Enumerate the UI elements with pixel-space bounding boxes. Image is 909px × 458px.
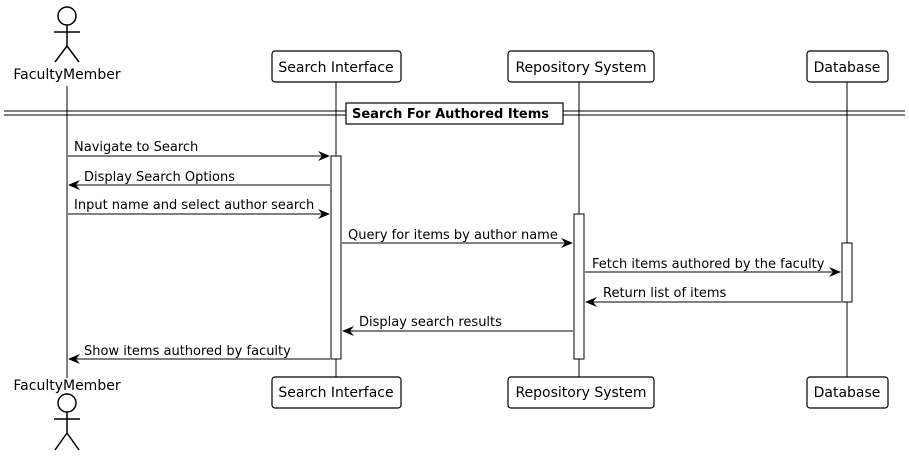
arrowhead (318, 151, 330, 161)
message-2: Display Search Options (68, 170, 330, 190)
message-7: Display search results (342, 315, 573, 336)
participant-repo-bottom: Repository System (507, 376, 655, 409)
message-4: Query for items by author name (342, 228, 573, 248)
actor-icon (54, 6, 80, 63)
participant-label: FacultyMember (13, 67, 120, 83)
group-divider: Search For Authored Items (4, 102, 905, 125)
message-label: Display Search Options (84, 170, 235, 185)
participant-label: Search Interface (278, 60, 393, 76)
activation-db (841, 242, 853, 303)
participant-search-top: Search Interface (271, 50, 402, 83)
participant-label: Repository System (515, 385, 646, 401)
arrowhead (318, 209, 330, 219)
participant-search-bottom: Search Interface (271, 376, 402, 409)
activation-search (330, 155, 342, 360)
message-label: Return list of items (603, 286, 727, 301)
message-label: Fetch items authored by the faculty (592, 257, 825, 272)
participant-faculty-bottom: FacultyMember (13, 378, 121, 451)
participant-label: Database (814, 385, 881, 401)
arrowhead (342, 326, 354, 336)
participant-label: FacultyMember (13, 378, 120, 394)
message-8: Show items authored by faculty (68, 344, 330, 364)
message-5: Fetch items authored by the faculty (585, 257, 841, 277)
participant-label: Search Interface (278, 385, 393, 401)
arrowhead (829, 267, 841, 277)
activation-repo (573, 213, 585, 360)
participant-repo-top: Repository System (507, 50, 655, 83)
participant-label: Repository System (515, 60, 646, 76)
arrowhead (585, 297, 597, 307)
message-label: Input name and select author search (74, 198, 314, 213)
actor-icon (54, 393, 80, 451)
message-label: Display search results (359, 315, 502, 330)
message-label: Query for items by author name (348, 228, 558, 243)
group-label: Search For Authored Items (352, 107, 549, 122)
arrowhead (561, 238, 573, 248)
participant-faculty-top: FacultyMember (13, 6, 121, 83)
message-label: Navigate to Search (74, 140, 198, 155)
message-6: Return list of items (585, 286, 841, 307)
message-3: Input name and select author search (68, 198, 330, 219)
message-1: Navigate to Search (68, 140, 330, 161)
participant-label: Database (814, 60, 881, 76)
message-label: Show items authored by faculty (84, 344, 291, 359)
participant-db-top: Database (806, 50, 889, 83)
arrowhead (68, 354, 80, 364)
participant-db-bottom: Database (806, 376, 889, 409)
arrowhead (68, 180, 80, 190)
